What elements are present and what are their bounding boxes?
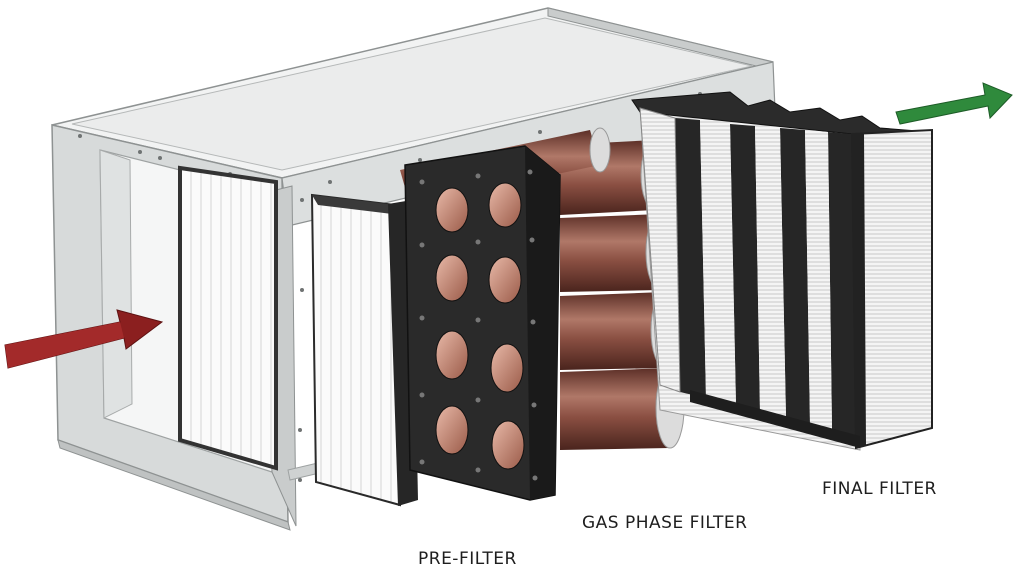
pre-filter-panel (310, 193, 418, 507)
internal-pleated-panel (178, 165, 278, 471)
cylinder-openings (435, 182, 525, 470)
gas-phase-filter (400, 127, 685, 501)
gas-phase-filter-label: GAS PHASE FILTER (582, 513, 748, 533)
airflow-in-arrow-icon (4, 309, 164, 369)
airflow-out-arrow-icon (895, 82, 1013, 125)
final-filter-label: FINAL FILTER (822, 479, 937, 499)
pre-filter-label: PRE-FILTER (418, 549, 517, 569)
final-filter (631, 91, 933, 451)
